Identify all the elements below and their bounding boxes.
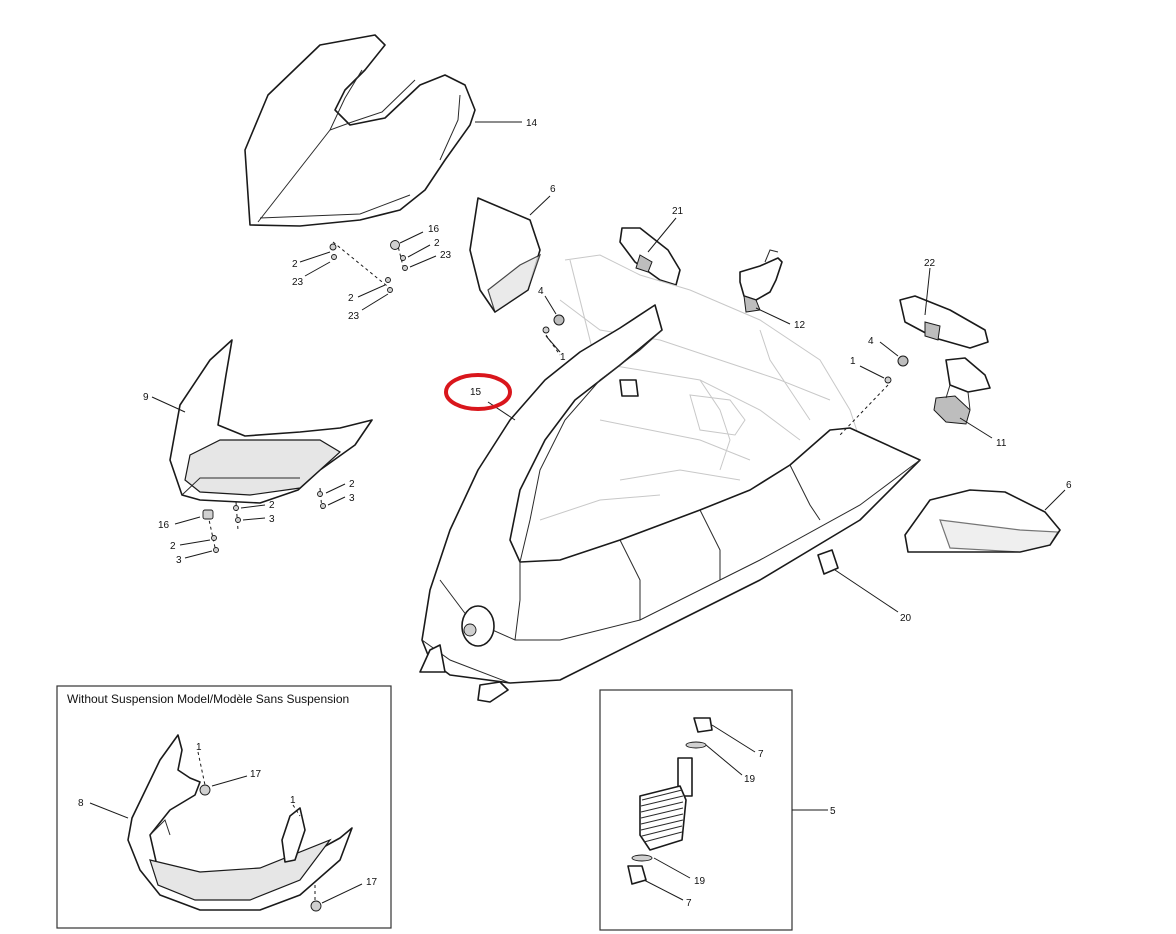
part-11-hinge	[933, 357, 993, 439]
callout-21: 21	[672, 206, 684, 217]
part-20-clip	[817, 549, 899, 613]
callout-2-mid: 2	[348, 293, 354, 304]
part-14-windshield	[244, 34, 522, 227]
callout-4-left: 4	[538, 286, 544, 297]
callout-19-upper: 19	[744, 774, 756, 785]
hardware-14-fasteners	[299, 231, 437, 311]
callout-16-nose: 16	[158, 520, 170, 531]
part-8-nose-inset	[89, 734, 353, 911]
callout-17-lower: 17	[366, 877, 378, 888]
callout-9: 9	[143, 392, 149, 403]
callout-2-upper-right: 2	[434, 238, 440, 249]
callout-23-mid: 23	[348, 311, 360, 322]
callout-2-nose-left: 2	[170, 541, 176, 552]
part-6-right-deflector	[904, 489, 1066, 553]
callout-labels: 14 6 21 16 2 23 2 23 2 23 4 1 12 22 4 1 …	[78, 118, 1072, 909]
callout-3-nose-left: 3	[176, 555, 182, 566]
callout-7-upper: 7	[758, 749, 764, 760]
callout-8: 8	[78, 798, 84, 809]
hardware-8-inset	[197, 751, 363, 912]
callout-1-left: 1	[560, 352, 566, 363]
callout-12: 12	[794, 320, 806, 331]
hardware-4-1-left	[542, 295, 565, 356]
callout-3-nose-right: 3	[349, 493, 355, 504]
hardware-9-fasteners	[174, 483, 346, 559]
part-6-left-deflector	[469, 195, 551, 313]
callout-11: 11	[996, 438, 1007, 449]
callout-1-inset-right: 1	[290, 795, 296, 806]
callout-16-upper: 16	[428, 224, 440, 235]
callout-20: 20	[900, 613, 912, 624]
part-15-hood	[419, 304, 921, 703]
part-22-mirror	[899, 267, 989, 349]
vehicle-ghost-outline	[539, 254, 861, 521]
callout-7-lower: 7	[686, 898, 692, 909]
callout-22: 22	[924, 258, 936, 269]
part-5-shock	[627, 717, 828, 901]
part-9-nose	[151, 339, 373, 504]
highlight-circle	[444, 373, 512, 411]
callout-2-upper-left: 2	[292, 259, 298, 270]
inset-frame	[56, 685, 392, 929]
part-12-bracket	[739, 249, 791, 325]
callout-3-nose-mid: 3	[269, 514, 275, 525]
callout-2-nose-right: 2	[349, 479, 355, 490]
inset-title: Without Suspension Model/Modèle Sans Sus…	[67, 692, 349, 706]
hardware-4-1-right	[839, 341, 909, 436]
callout-17-upper: 17	[250, 769, 262, 780]
callout-23-upper-left: 23	[292, 277, 304, 288]
part-21-mirror	[619, 217, 681, 286]
callout-6-right: 6	[1066, 480, 1072, 491]
callout-19-lower: 19	[694, 876, 706, 887]
callout-1-right: 1	[850, 356, 856, 367]
callout-14: 14	[526, 118, 538, 129]
callout-15: 15	[470, 387, 482, 398]
callout-4-right: 4	[868, 336, 874, 347]
callout-5: 5	[830, 806, 836, 817]
callout-2-nose-mid: 2	[269, 500, 275, 511]
callout-1-inset-left: 1	[196, 742, 202, 753]
callout-23-upper-right: 23	[440, 250, 452, 261]
callout-6-left: 6	[550, 184, 556, 195]
